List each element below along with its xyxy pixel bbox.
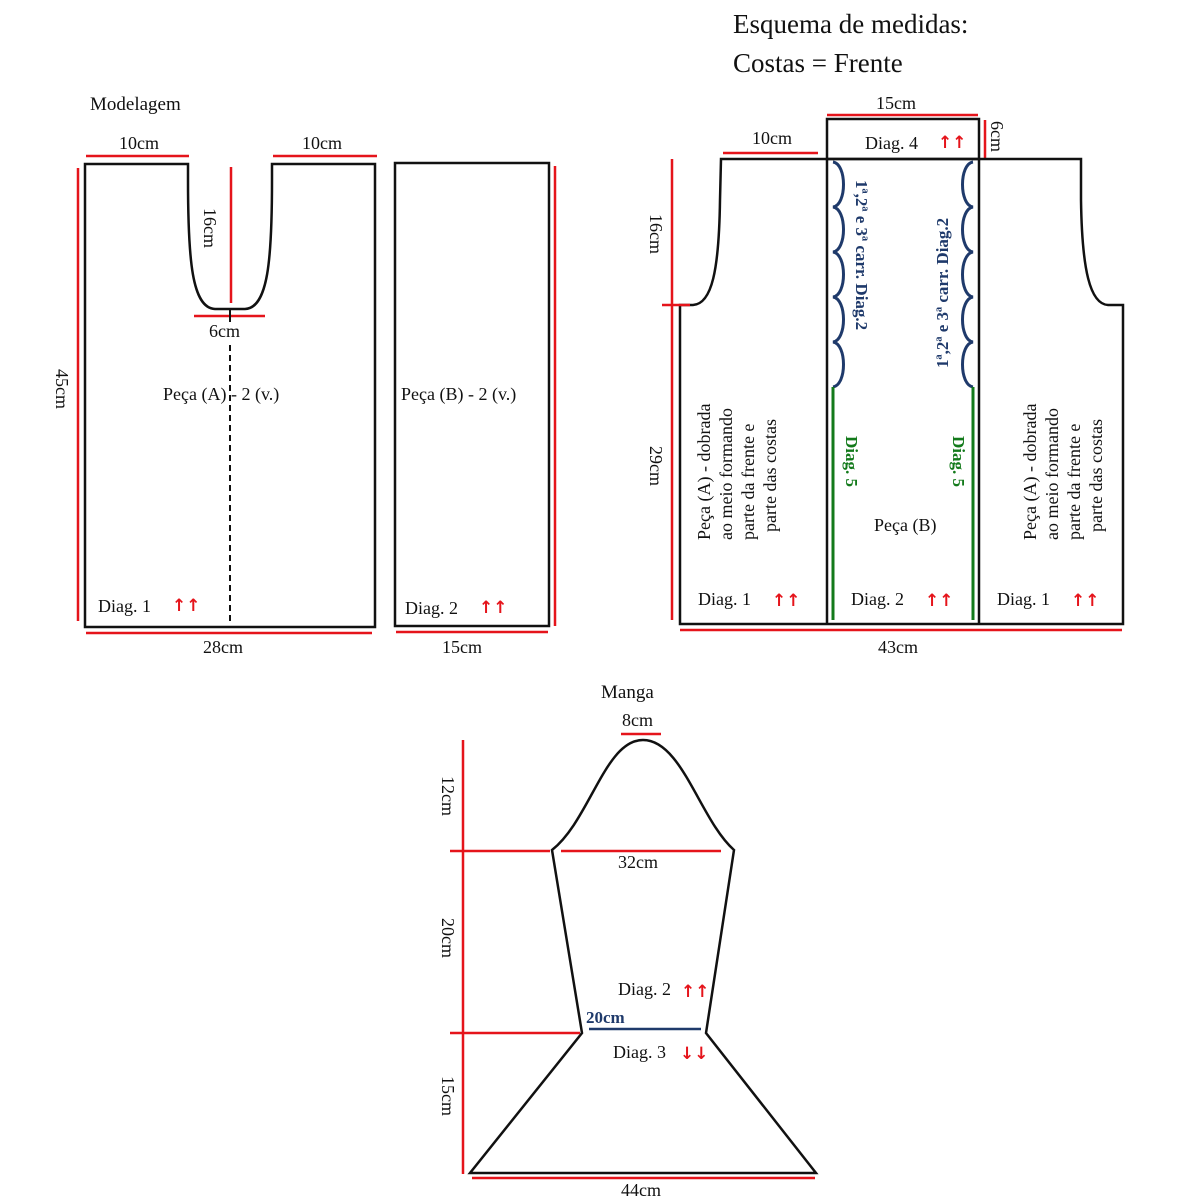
side-text-line: ao meio formando: [1042, 408, 1062, 540]
dim-total-width: 43cm: [878, 637, 918, 657]
dim-cuff-width: 20cm: [586, 1008, 625, 1027]
piece-a-outline: [83, 162, 377, 629]
sleeve-lower-diagram: Diag. 3: [613, 1042, 666, 1062]
piece-b-diagram: Diag. 2: [405, 598, 458, 618]
up-arrows-icon: ↑↑: [479, 598, 508, 618]
dim-body-height: 29cm: [646, 446, 666, 486]
center-piece-label: Peça (B): [874, 515, 936, 536]
manga-title: Manga: [601, 682, 654, 703]
side-text-line: parte das costas: [1086, 419, 1106, 532]
green-label-left: Diag. 5: [842, 436, 861, 487]
dim-middle-height: 20cm: [438, 918, 458, 958]
dim-collar-width: 15cm: [876, 93, 916, 113]
dim-bottom-a: 28cm: [203, 637, 243, 657]
side-text-right: Peça (A) - dobrada ao meio formando part…: [1020, 404, 1106, 540]
bottom-label-left: Diag. 1: [698, 589, 751, 609]
side-text-line: parte da frente e: [738, 424, 758, 540]
scallop-edge-right: [961, 160, 974, 389]
dim-cap-top: 8cm: [622, 710, 653, 730]
side-text-left: Peça (A) - dobrada ao meio formando part…: [694, 404, 780, 540]
piece-b-label: Peça (B) - 2 (v.): [401, 384, 516, 405]
up-arrows-icon: ↑↑: [1071, 591, 1100, 611]
sleeve-upper-diagram: Diag. 2: [618, 979, 671, 999]
dim-collar-height: 6cm: [987, 121, 1007, 152]
dim-shoulder: 10cm: [752, 128, 792, 148]
side-text-line: parte das costas: [760, 419, 780, 532]
dim-bottom-b: 15cm: [442, 637, 482, 657]
green-label-right: Diag. 5: [949, 436, 968, 487]
dim-top-left: 10cm: [119, 133, 159, 153]
scallop-text-right: 1ª,2ª e 3ª carr. Diag.2: [933, 218, 952, 368]
schema-subtitle: Costas = Frente: [733, 48, 903, 78]
dim-flare-height: 15cm: [438, 1076, 458, 1116]
dim-top-right: 10cm: [302, 133, 342, 153]
up-arrows-icon: ↑↑: [938, 133, 967, 153]
piece-a-label: Peça (A) - 2 (v.): [163, 384, 279, 405]
side-text-line: parte da frente e: [1064, 424, 1084, 540]
bottom-label-center: Diag. 2: [851, 589, 904, 609]
bottom-label-right: Diag. 1: [997, 589, 1050, 609]
up-arrows-icon: ↑↑: [772, 591, 801, 611]
up-arrows-icon: ↑↑: [172, 596, 201, 616]
dim-neck-width: 6cm: [209, 321, 240, 341]
dim-height: 45cm: [52, 369, 72, 409]
dim-neck-depth: 16cm: [200, 208, 220, 248]
dim-cap-height: 12cm: [438, 776, 458, 816]
sleeve-outline: [467, 738, 819, 1175]
piece-a-diagram: Diag. 1: [98, 596, 151, 616]
side-text-line: ao meio formando: [716, 408, 736, 540]
scallop-edge-left: [832, 160, 845, 389]
piece-b-outline: [393, 161, 551, 628]
up-arrows-icon: ↑↑: [681, 982, 710, 1002]
dim-armhole: 16cm: [646, 214, 666, 254]
up-arrows-icon: ↑↑: [925, 591, 954, 611]
down-arrows-icon: ↓↓: [680, 1044, 709, 1064]
scallop-text-left: 1ª,2ª e 3ª carr. Diag.2: [852, 180, 871, 330]
dim-bottom-width: 44cm: [621, 1180, 661, 1200]
vest-outline: [678, 157, 1125, 626]
modelagem-title: Modelagem: [90, 94, 181, 115]
side-text-line: Peça (A) - dobrada: [1020, 404, 1041, 540]
side-text-line: Peça (A) - dobrada: [694, 404, 715, 540]
dim-upper-width: 32cm: [618, 852, 658, 872]
schema-title: Esquema de medidas:: [733, 9, 968, 39]
collar-diagram: Diag. 4: [865, 133, 918, 153]
